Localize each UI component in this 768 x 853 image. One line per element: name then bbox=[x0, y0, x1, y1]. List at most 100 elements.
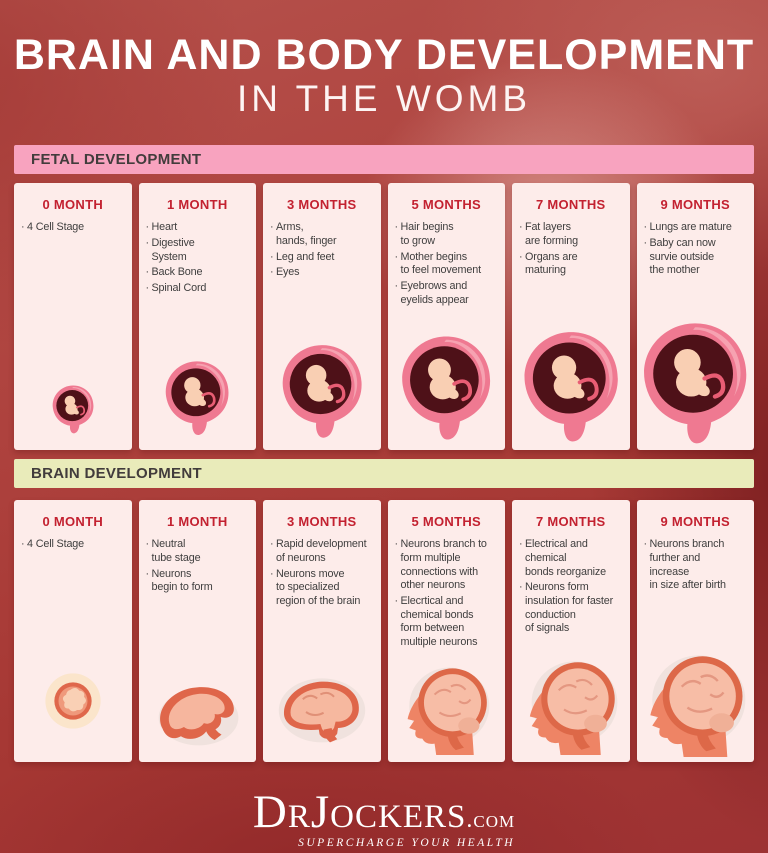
note-text: Baby can now survie outside the mother bbox=[649, 236, 716, 277]
note-item: ·Spinal Cord bbox=[146, 282, 254, 296]
note-text: Mother begins to feel movement bbox=[400, 250, 482, 277]
bullet-dot: · bbox=[394, 538, 399, 551]
fetal-card-9-months: 9 MONTHS ·Lungs are mature·Baby can now … bbox=[636, 183, 755, 451]
brain-card-7-months: 7 MONTHS ·Electrical and chemical bonds … bbox=[512, 500, 630, 763]
note-item: ·Neurons begin to form bbox=[146, 568, 254, 595]
fetal-card-3-months: 3 MONTHS ·Arms, hands, finger·Leg and fe… bbox=[263, 183, 381, 451]
note-item: ·Neurons form insulation for faster cond… bbox=[519, 581, 627, 636]
stage-notes-list: ·Fat layers are forming ·Organs are matur… bbox=[512, 221, 630, 278]
stage-notes-list: ·Hair begins to grow·Mother begins to fe… bbox=[388, 221, 506, 307]
fetal-card-1-month: 1 MONTH ·Heart·Digestive System·Back Bon… bbox=[138, 183, 257, 451]
stage-month-label: 5 MONTHS bbox=[411, 514, 482, 530]
note-text: Neutral tube stage bbox=[151, 538, 201, 564]
note-text: Electrical and chemical bonds reorganize bbox=[525, 538, 607, 578]
bullet-dot: · bbox=[145, 221, 150, 234]
stage-notes-list: ·4 Cell Stage bbox=[14, 538, 132, 552]
note-item: ·Neutral tube stage bbox=[146, 538, 254, 565]
note-item: ·Eyes bbox=[270, 266, 378, 280]
stage-notes-list: ·Neurons branch to form multiple connect… bbox=[388, 538, 506, 650]
note-text: Lungs are mature bbox=[649, 221, 732, 234]
brain-profile-illustration bbox=[518, 657, 623, 755]
footer: DrJockers.com SUPERCHARGE YOUR HEALTH bbox=[0, 789, 768, 851]
bullet-dot: · bbox=[519, 250, 523, 263]
note-item: ·Hair begins to grow bbox=[395, 221, 503, 248]
womb-illustration bbox=[397, 333, 495, 441]
stage-month-label: 7 MONTHS bbox=[535, 514, 606, 530]
note-text: Arms, hands, finger bbox=[276, 221, 337, 247]
fetal-card-7-months: 7 MONTHS ·Fat layers are forming ·Organs … bbox=[512, 183, 630, 451]
note-text: Neurons begin to form bbox=[151, 567, 213, 594]
bullet-dot: · bbox=[145, 538, 150, 551]
brain-card-9-months: 9 MONTHS ·Neurons branch further and inc… bbox=[636, 500, 755, 763]
stage-notes-list: ·4 Cell Stage bbox=[14, 221, 132, 235]
bullet-dot: · bbox=[270, 221, 274, 234]
note-item: ·Neurons branch to form multiple connect… bbox=[395, 538, 503, 593]
note-item: ·Organs are maturing bbox=[519, 251, 627, 278]
brain-section-label: BRAIN DEVELOPMENT bbox=[31, 465, 202, 483]
note-item: ·Neurons move to specialized region of t… bbox=[270, 568, 378, 609]
brain-card-3-months: 3 MONTHS ·Rapid development of neurons ·N… bbox=[263, 500, 381, 763]
brain-section-band: BRAIN DEVELOPMENT bbox=[14, 459, 754, 489]
bullet-dot: · bbox=[270, 266, 274, 279]
bullet-dot: · bbox=[21, 221, 25, 234]
bullet-dot: · bbox=[270, 567, 274, 580]
stage-month-label: 3 MONTHS bbox=[286, 514, 357, 530]
brand-name: DrJockers bbox=[252, 786, 467, 839]
note-text: Neurons form insulation for faster condu… bbox=[525, 581, 614, 635]
brain-profile-illustration bbox=[397, 663, 495, 755]
note-text: Rapid development of neurons bbox=[276, 538, 367, 564]
note-item: ·Leg and feet bbox=[270, 251, 378, 265]
brand-domain-suffix: .com bbox=[466, 807, 516, 834]
note-text: Leg and feet bbox=[276, 250, 335, 263]
bullet-dot: · bbox=[145, 266, 150, 279]
note-item: ·Eyebrows and eyelids appear bbox=[395, 280, 503, 307]
note-text: Heart bbox=[151, 221, 178, 234]
header: BRAIN AND BODY DEVELOPMENT IN THE WOMB bbox=[0, 0, 768, 119]
stage-notes-list: ·Rapid development of neurons ·Neurons mo… bbox=[263, 538, 381, 609]
stage-month-label: 0 MONTH bbox=[42, 514, 104, 530]
fetal-section-label: FETAL DEVELOPMENT bbox=[31, 151, 202, 169]
brand-wordmark: DrJockers.com bbox=[253, 789, 515, 836]
bullet-dot: · bbox=[643, 236, 648, 249]
note-item: ·Heart bbox=[146, 221, 254, 235]
note-item: ·4 Cell Stage bbox=[21, 221, 129, 235]
stage-month-label: 0 MONTH bbox=[42, 197, 104, 213]
stage-month-label: 3 MONTHS bbox=[286, 197, 357, 213]
fetal-cards-row: 0 MONTH ·4 Cell Stage 1 MONTH ·Heart·Dig… bbox=[14, 183, 755, 451]
stage-month-label: 1 MONTH bbox=[166, 514, 228, 530]
bullet-dot: · bbox=[270, 250, 274, 263]
stage-month-label: 9 MONTHS bbox=[660, 197, 731, 213]
note-text: Neurons move to specialized region of th… bbox=[276, 567, 361, 607]
note-item: ·Lungs are mature bbox=[644, 221, 752, 235]
fetal-card-5-months: 5 MONTHS ·Hair begins to grow·Mother beg… bbox=[387, 183, 506, 451]
stage-notes-list: ·Heart·Digestive System·Back Bone·Spinal… bbox=[139, 221, 257, 296]
note-item: ·Mother begins to feel movement bbox=[395, 251, 503, 278]
brand-tagline: SUPERCHARGE YOUR HEALTH bbox=[298, 837, 516, 850]
stage-month-label: 1 MONTH bbox=[166, 197, 228, 213]
note-text: Eyebrows and eyelids appear bbox=[400, 279, 469, 306]
brain-profile-illustration bbox=[638, 650, 752, 757]
stage-notes-list: ·Arms, hands, finger·Leg and feet·Eyes bbox=[263, 221, 381, 280]
stage-month-label: 7 MONTHS bbox=[535, 197, 606, 213]
note-text: Fat layers are forming bbox=[525, 221, 578, 247]
note-item: ·4 Cell Stage bbox=[21, 538, 129, 552]
note-text: Spinal Cord bbox=[151, 281, 207, 294]
note-text: Neurons branch to form multiple connecti… bbox=[400, 538, 487, 592]
note-item: ·Fat layers are forming bbox=[519, 221, 627, 248]
bullet-dot: · bbox=[145, 567, 150, 580]
womb-illustration bbox=[50, 384, 96, 434]
bullet-dot: · bbox=[519, 221, 523, 234]
bullet-dot: · bbox=[519, 538, 523, 551]
stage-notes-list: ·Neurons branch further and increase in … bbox=[637, 538, 755, 593]
stage-notes-list: ·Lungs are mature·Baby can now survie ou… bbox=[637, 221, 755, 278]
bullet-dot: · bbox=[394, 250, 399, 263]
bullet-dot: · bbox=[394, 221, 399, 234]
bullet-dot: · bbox=[643, 538, 648, 551]
stage-month-label: 9 MONTHS bbox=[660, 514, 731, 530]
note-item: ·Baby can now survie outside the mother bbox=[644, 237, 752, 278]
small-brain-illustration bbox=[274, 672, 370, 752]
bullet-dot: · bbox=[145, 236, 150, 249]
bullet-dot: · bbox=[21, 538, 25, 551]
brain-card-1-month: 1 MONTH ·Neutral tube stage·Neurons begi… bbox=[138, 500, 256, 763]
